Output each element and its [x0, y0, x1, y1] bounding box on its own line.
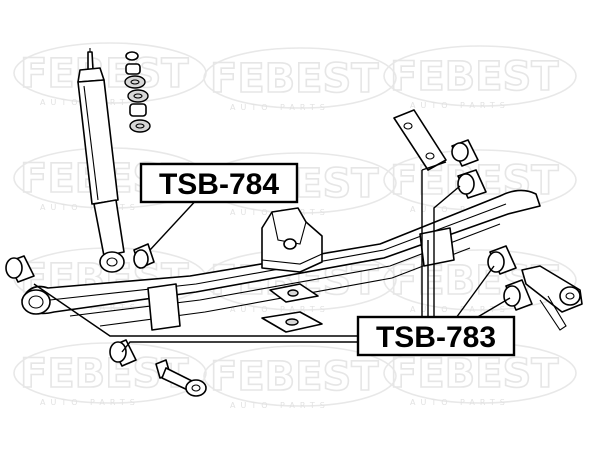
- svg-text:FEBEST: FEBEST: [210, 354, 379, 400]
- svg-text:AUTO PARTS: AUTO PARTS: [410, 101, 510, 110]
- spring-plate-upper: [269, 283, 319, 303]
- watermark: FEBEST AUTO PARTS: [383, 45, 577, 110]
- shackle-bushings-upper: [451, 139, 487, 199]
- front-bolt: [155, 359, 207, 397]
- svg-text:AUTO PARTS: AUTO PARTS: [40, 203, 140, 212]
- leader-lines: [33, 161, 511, 353]
- watermark: FEBEST AUTO PARTS: [203, 47, 397, 112]
- watermark: FEBEST AUTO PARTS: [13, 42, 207, 107]
- front-pin-bushing: [109, 339, 137, 367]
- svg-text:AUTO PARTS: AUTO PARTS: [410, 205, 510, 214]
- svg-text:AUTO PARTS: AUTO PARTS: [230, 305, 330, 314]
- axle-bump-stop: [261, 207, 323, 273]
- svg-text:AUTO PARTS: AUTO PARTS: [410, 398, 510, 407]
- svg-text:FEBEST: FEBEST: [210, 56, 379, 102]
- shackle-plate: [393, 109, 447, 171]
- svg-text:AUTO PARTS: AUTO PARTS: [230, 401, 330, 410]
- svg-text:FEBEST: FEBEST: [390, 351, 559, 397]
- spring-plate-lower: [261, 311, 323, 333]
- rear-shackle: [521, 265, 583, 331]
- bushings-tsb-783: [487, 245, 533, 311]
- callout-tsb-784[interactable]: TSB-784: [139, 162, 299, 204]
- shock-mount-washers: [124, 51, 151, 133]
- shock-absorber: [77, 48, 125, 273]
- callout-label: TSB-783: [376, 321, 496, 354]
- svg-text:AUTO PARTS: AUTO PARTS: [40, 398, 140, 407]
- svg-text:AUTO PARTS: AUTO PARTS: [230, 103, 330, 112]
- svg-text:FEBEST: FEBEST: [390, 54, 559, 100]
- bushing-tsb-784: [133, 243, 155, 269]
- watermark: FEBEST AUTO PARTS: [203, 345, 397, 410]
- callout-label: TSB-784: [159, 168, 279, 201]
- front-eye-bushing: [5, 255, 35, 283]
- callout-tsb-783[interactable]: TSB-783: [356, 315, 516, 357]
- svg-text:AUTO PARTS: AUTO PARTS: [410, 305, 510, 314]
